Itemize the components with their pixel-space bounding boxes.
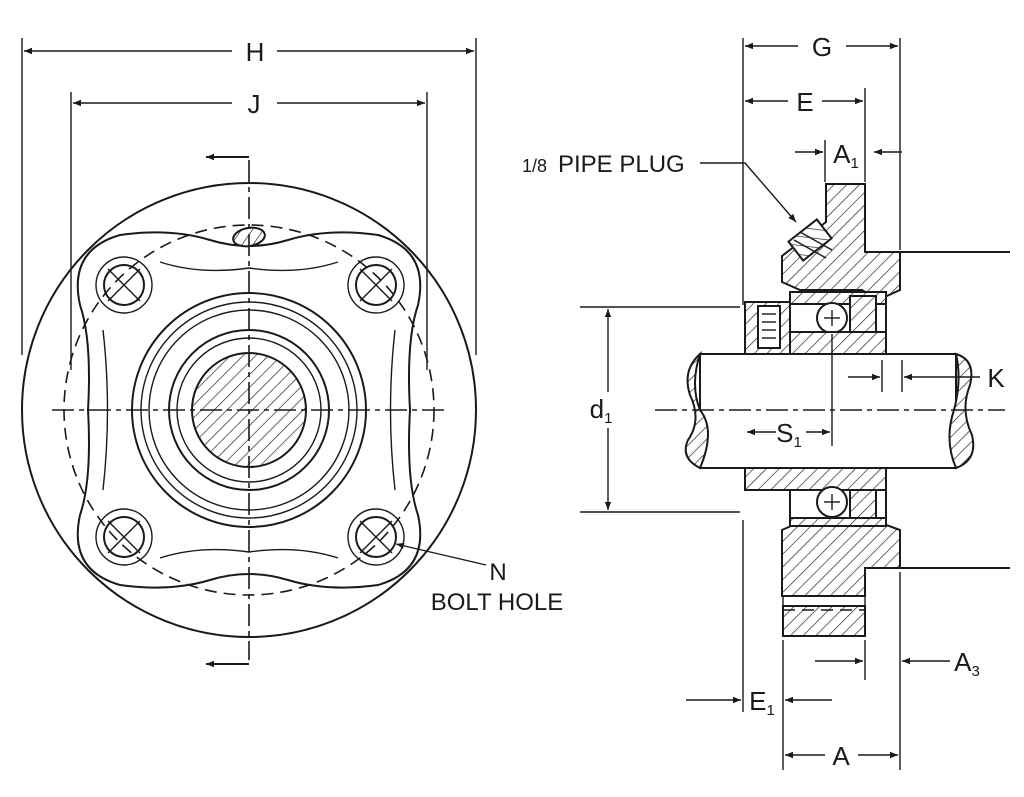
dimension-a1: A1	[795, 139, 902, 172]
dimension-d1-label: d	[590, 394, 604, 424]
bolt-hole-letter: N	[489, 559, 506, 586]
dimension-e1: E1	[686, 686, 832, 719]
pipe-plug-label: PIPE PLUG	[558, 151, 685, 178]
pipe-plug	[787, 218, 833, 262]
dimension-s1: S1	[747, 418, 830, 451]
dimension-a-label: A	[832, 741, 850, 771]
bolt-hole-callout: N BOLT HOLE	[395, 542, 564, 616]
dimension-a3-label: A	[954, 647, 972, 677]
pipe-plug-callout: 1/8 PIPE PLUG	[522, 151, 797, 223]
dimension-e1-label: E	[749, 686, 766, 716]
bolt-hole-label: BOLT HOLE	[431, 589, 564, 616]
dimension-e: E	[745, 87, 863, 117]
svg-text:A1: A1	[833, 139, 859, 172]
dimension-a3-sub: 3	[972, 663, 980, 680]
dimension-j: J	[73, 89, 425, 119]
svg-text:E1: E1	[749, 686, 775, 719]
inner-race-upper	[789, 331, 887, 355]
dimension-d1-sub: 1	[604, 410, 612, 427]
dimension-a1-label: A	[833, 139, 851, 169]
svg-text:S1: S1	[776, 418, 802, 451]
dimension-e-label: E	[796, 87, 813, 117]
dimension-j-label: J	[248, 89, 261, 119]
bolt-hole-top-right	[355, 264, 397, 306]
svg-text:A3: A3	[954, 647, 980, 680]
flange-outline	[21, 182, 477, 638]
inner-race-lower	[744, 467, 887, 491]
dimension-s1-label: S	[776, 418, 793, 448]
dimension-k-label: K	[987, 363, 1005, 393]
dimension-a3: A3	[815, 647, 980, 680]
dimension-k: K	[848, 363, 1005, 393]
dimension-h-label: H	[246, 37, 265, 67]
pipe-plug-fraction: 1/8	[522, 156, 547, 176]
side-view: G E A1 1/8 PIPE PLUG	[522, 32, 1010, 771]
dimension-e1-sub: 1	[767, 702, 775, 719]
flange-tab	[782, 605, 866, 637]
dimension-a: A	[785, 741, 898, 771]
bolt-hole-bottom-right	[355, 516, 397, 558]
dimension-d1: d1	[590, 309, 613, 510]
dimension-g: G	[745, 32, 898, 62]
dimension-s1-sub: 1	[794, 434, 802, 451]
svg-text:d1: d1	[590, 394, 613, 427]
dimension-a1-sub: 1	[851, 155, 859, 172]
housing-body	[76, 231, 422, 589]
front-view: H J	[21, 37, 564, 668]
bolt-hole-bottom-left	[103, 516, 145, 558]
shaft	[699, 353, 957, 469]
dimension-h: H	[24, 37, 474, 67]
dimension-g-label: G	[812, 32, 832, 62]
set-screw	[757, 305, 781, 349]
housing-lower-section	[781, 521, 901, 597]
bolt-hole-top-left	[103, 264, 145, 306]
